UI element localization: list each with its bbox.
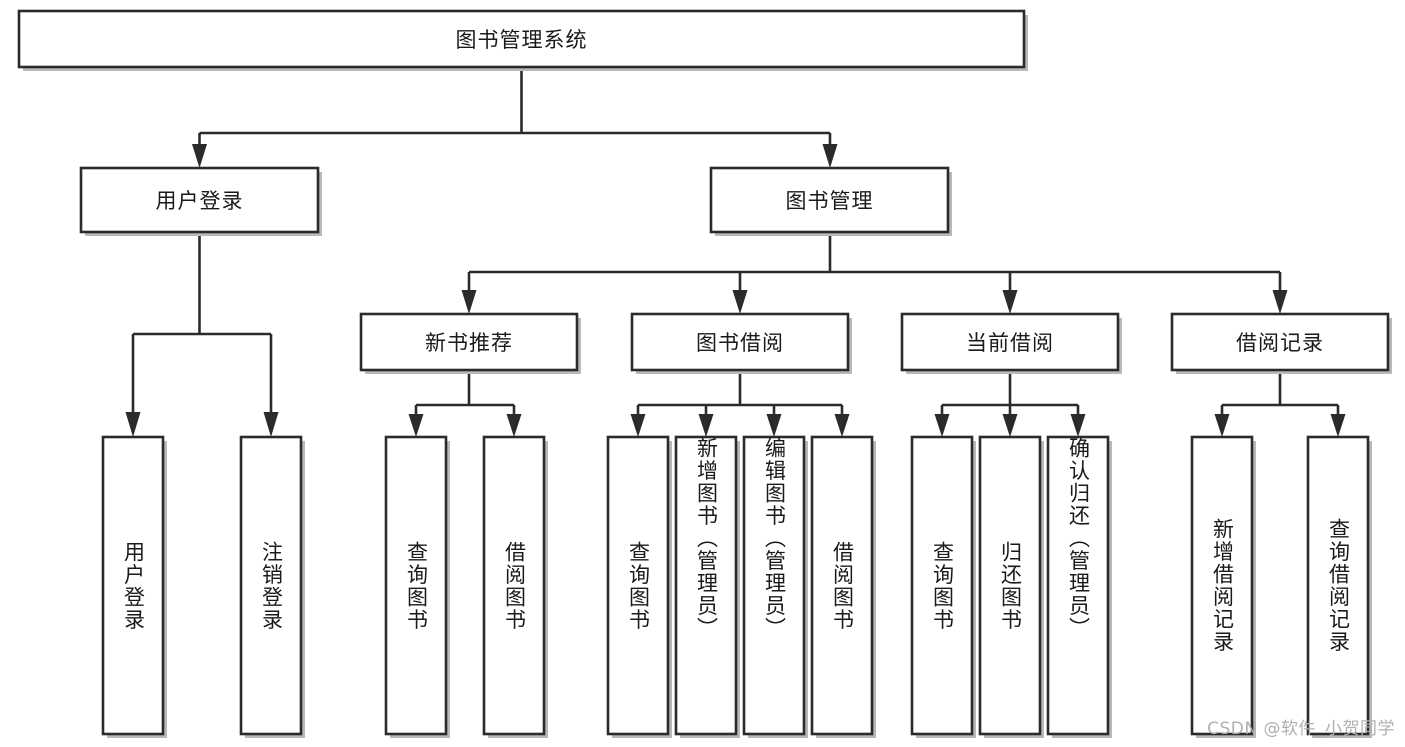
node-leaf-cb-confirm-return[interactable] bbox=[1046, 435, 1110, 736]
node-level2-borrow-record[interactable] bbox=[1170, 312, 1390, 372]
node-level2-current-borrow[interactable] bbox=[900, 312, 1120, 372]
arrow-head-leaf-bb-2 bbox=[698, 414, 714, 437]
arrow-head-leaf-user-logout bbox=[263, 412, 279, 437]
node-layer bbox=[17, 9, 1392, 738]
node-leaf-bb-add-book[interactable] bbox=[674, 435, 738, 736]
arrow-head-leaf-nb-1 bbox=[408, 414, 424, 437]
arrow-head-level1-user bbox=[192, 144, 207, 168]
node-leaf-nb-borrow-book[interactable] bbox=[482, 435, 546, 736]
node-leaf-bb-query-book[interactable] bbox=[606, 435, 670, 736]
node-leaf-user-login[interactable] bbox=[101, 435, 165, 736]
arrow-head-leaf-bb-3 bbox=[766, 414, 782, 437]
arrow-head-leaf-bb-4 bbox=[834, 414, 850, 437]
node-leaf-cb-return-book[interactable] bbox=[978, 435, 1042, 736]
node-leaf-bb-edit-book[interactable] bbox=[742, 435, 806, 736]
arrow-head-level2-record bbox=[1272, 290, 1288, 314]
node-level1-user-login[interactable] bbox=[79, 166, 320, 234]
node-leaf-nb-query-book[interactable] bbox=[384, 435, 448, 736]
node-leaf-bb-borrow-book[interactable] bbox=[810, 435, 874, 736]
connector-layer bbox=[125, 67, 1346, 437]
arrow-head-leaf-rec-1 bbox=[1214, 414, 1230, 437]
node-leaf-cb-query-book[interactable] bbox=[910, 435, 974, 736]
node-leaf-rec-add-record[interactable] bbox=[1190, 435, 1254, 736]
arrow-head-level1-book bbox=[822, 144, 838, 168]
arrow-head-leaf-cb-3 bbox=[1070, 414, 1086, 437]
node-level2-new-book-recommend[interactable] bbox=[359, 312, 579, 372]
arrow-head-leaf-cb-1 bbox=[934, 414, 950, 437]
node-leaf-user-logout[interactable] bbox=[239, 435, 303, 736]
node-level1-book-management[interactable] bbox=[709, 166, 950, 234]
arrow-head-level2-current bbox=[1002, 290, 1018, 314]
arrow-head-leaf-user-login bbox=[125, 412, 141, 437]
arrow-head-level2-newbook bbox=[461, 290, 477, 314]
node-leaf-rec-query-record[interactable] bbox=[1306, 435, 1370, 736]
arrow-head-level2-borrow bbox=[732, 290, 748, 314]
arrow-head-leaf-cb-2 bbox=[1002, 414, 1018, 437]
arrow-head-leaf-bb-1 bbox=[630, 414, 646, 437]
arrow-head-leaf-rec-2 bbox=[1330, 414, 1346, 437]
node-level2-book-borrow[interactable] bbox=[630, 312, 850, 372]
watermark-text: CSDN @软件_小贺同学 bbox=[1207, 719, 1395, 739]
node-root[interactable] bbox=[17, 9, 1026, 69]
arrow-head-leaf-nb-2 bbox=[506, 414, 522, 437]
